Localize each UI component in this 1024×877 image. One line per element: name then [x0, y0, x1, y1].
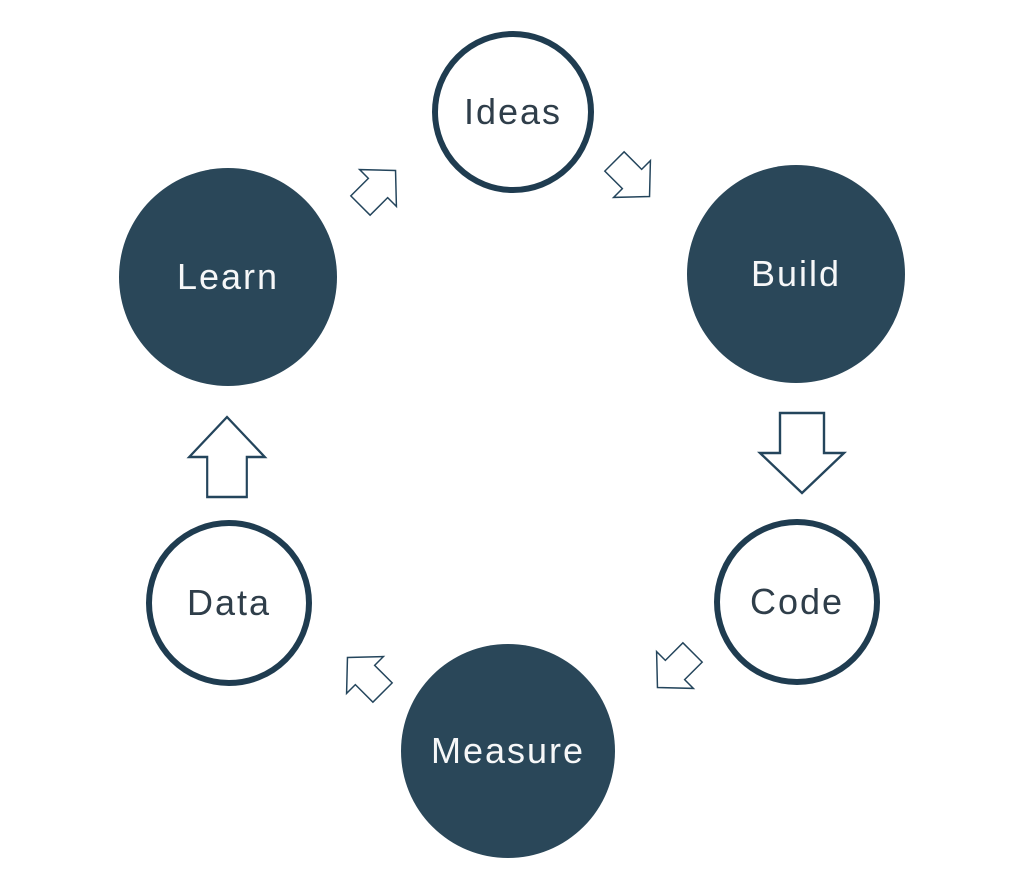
arrow-measure-to-data	[328, 638, 402, 712]
block-arrow-up-right-icon	[349, 168, 398, 217]
arrow-build-to-code	[757, 411, 847, 495]
node-ideas-label: Ideas	[463, 91, 563, 132]
arrow-ideas-to-build	[595, 142, 669, 216]
arrow-data-to-learn	[186, 415, 268, 499]
node-code: Code	[714, 519, 880, 685]
node-measure: Measure	[401, 644, 615, 858]
block-arrow-down-left-icon	[655, 641, 704, 690]
node-build: Build	[687, 165, 905, 383]
node-build-label: Build	[750, 253, 842, 294]
block-arrow-down-right-icon	[603, 150, 652, 199]
node-ideas: Ideas	[432, 31, 594, 193]
node-measure-label: Measure	[430, 730, 586, 771]
block-arrow-down-icon	[757, 411, 847, 495]
arrow-code-to-measure	[638, 633, 712, 707]
node-data-label: Data	[186, 582, 272, 623]
node-learn-label: Learn	[176, 256, 280, 297]
block-arrow-up-left-icon	[345, 655, 394, 704]
node-learn: Learn	[119, 168, 337, 386]
node-data: Data	[146, 520, 312, 686]
block-arrow-up-icon	[186, 415, 268, 499]
arrow-learn-to-ideas	[341, 151, 415, 225]
node-code-label: Code	[749, 581, 845, 622]
